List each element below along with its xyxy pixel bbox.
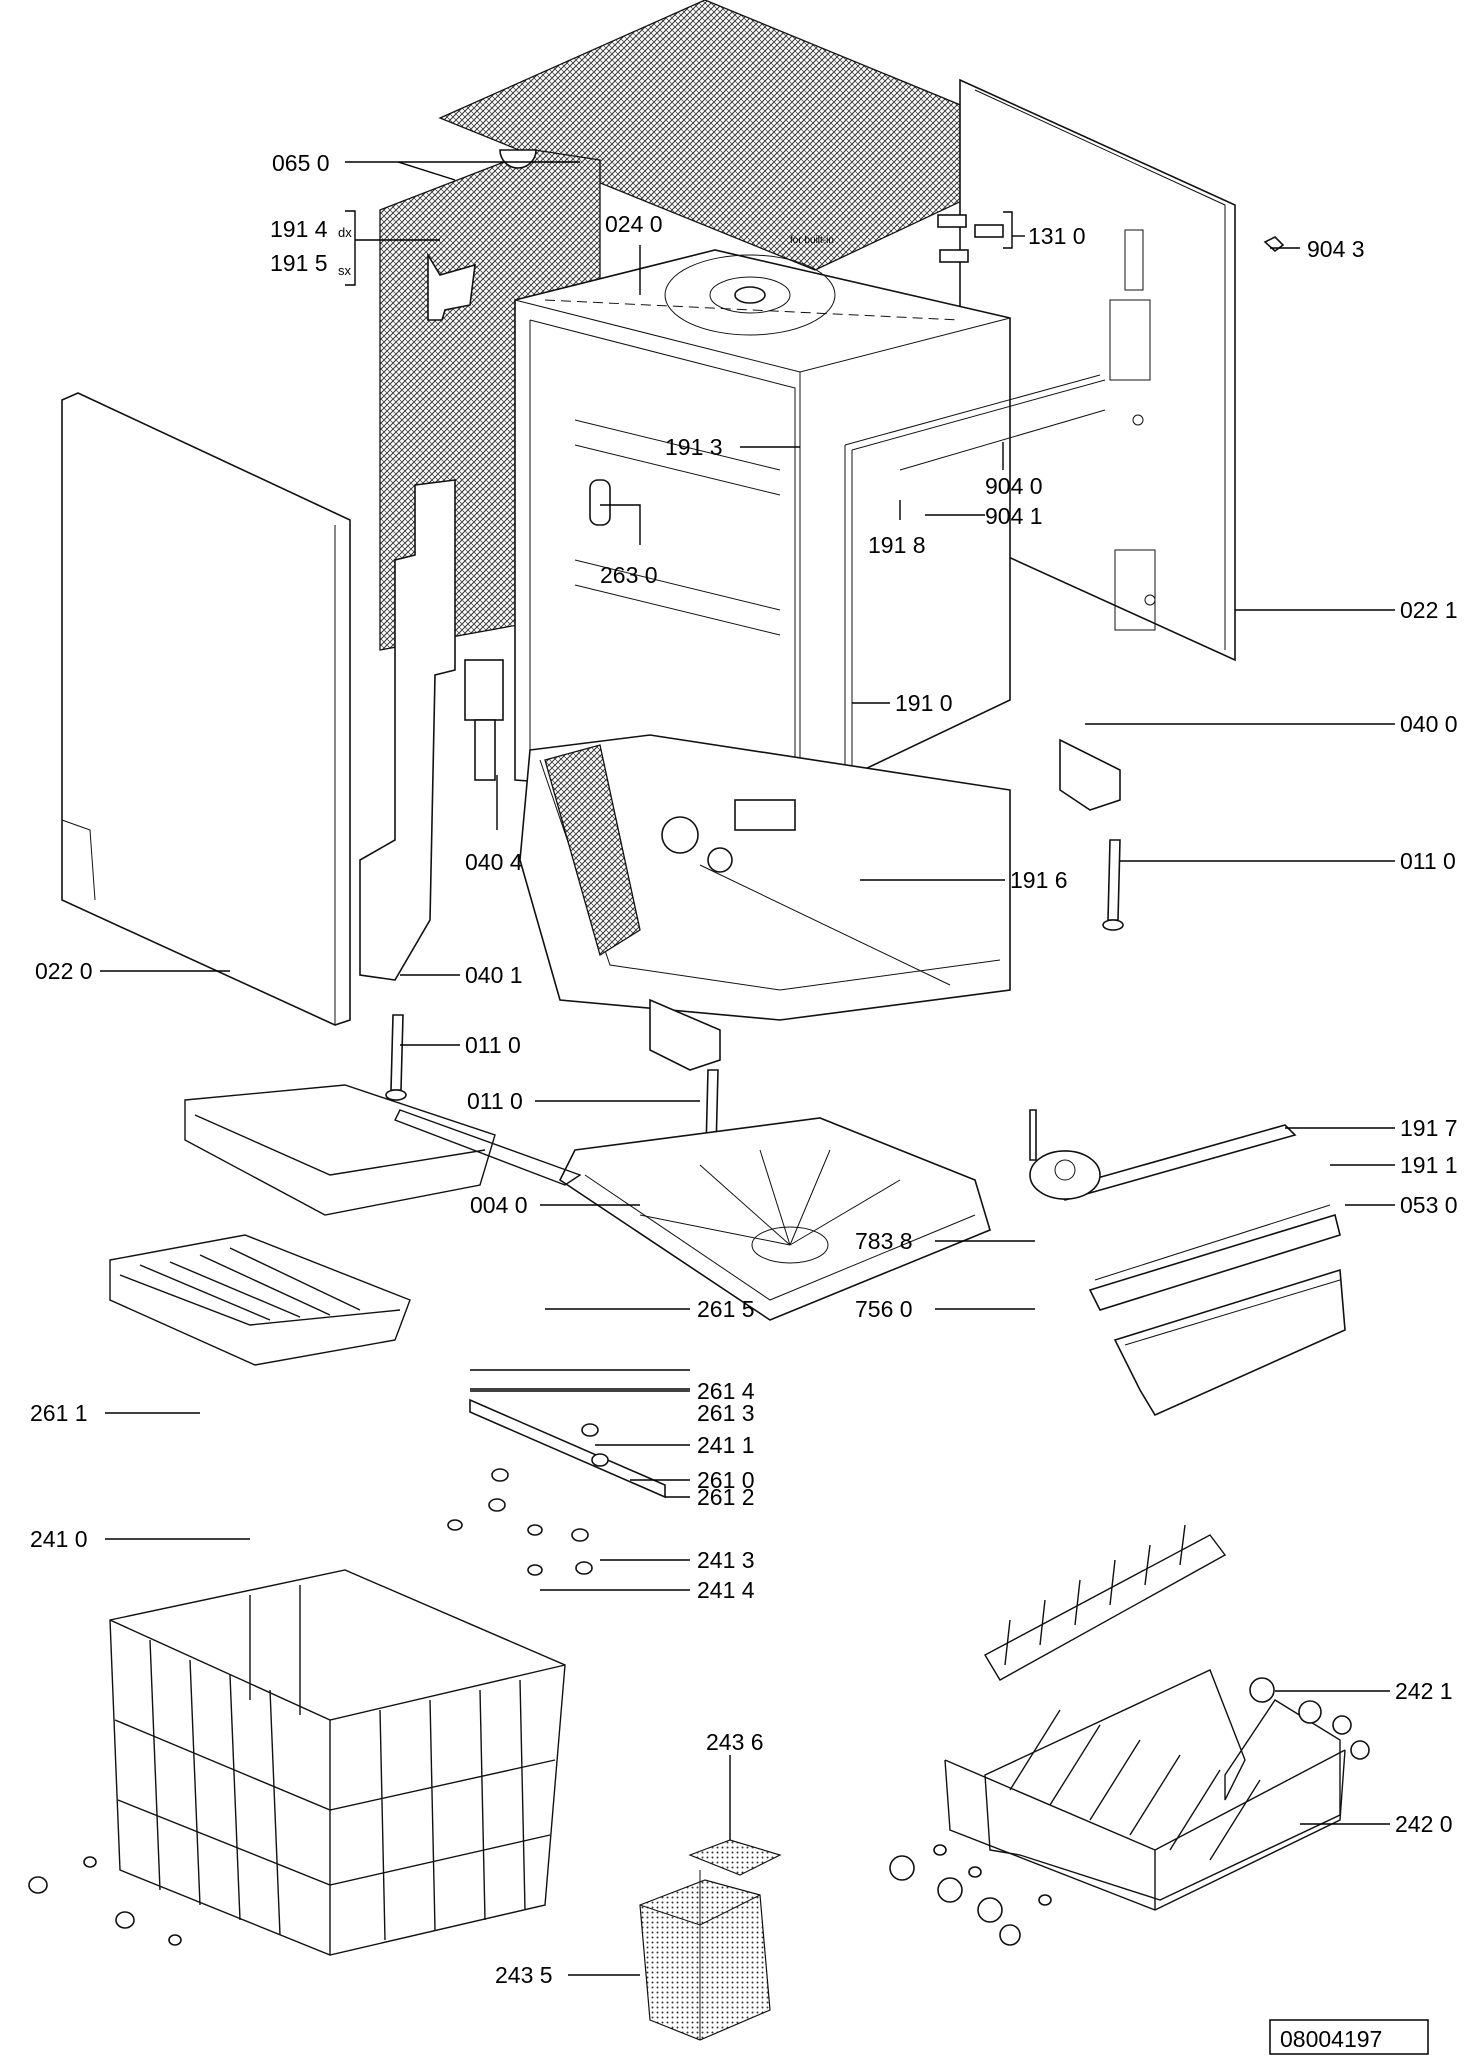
label-191-0: 191 0: [895, 690, 953, 716]
label-904-3: 904 3: [1307, 236, 1365, 262]
label-261-3: 261 3: [697, 1400, 755, 1426]
door-seals: [844, 374, 1106, 805]
label-242-0: 242 0: [1395, 1811, 1453, 1837]
base-frame: [519, 734, 1011, 1021]
lower-basket-right: [889, 1524, 1370, 1946]
label-191-8: 191 8: [868, 532, 926, 558]
label-191-3: 191 3: [665, 434, 723, 460]
label-241-3: 241 3: [697, 1547, 755, 1573]
label-243-5: 243 5: [495, 1962, 553, 1988]
label-131-0: 131 0: [1028, 223, 1086, 249]
label-011-0-left: 011 0: [465, 1032, 521, 1058]
label-011-0-right: 011 0: [1400, 848, 1456, 874]
cutlery-tray-upper: [109, 1084, 666, 1499]
label-191-5-suffix: sx: [338, 263, 352, 278]
label-261-0: 261 0: [697, 1467, 755, 1493]
label-022-0: 022 0: [35, 958, 93, 984]
label-191-4: 191 4: [270, 216, 328, 242]
label-243-6: 243 6: [706, 1729, 764, 1755]
label-040-4: 040 4: [465, 849, 523, 875]
label-040-1: 040 1: [465, 962, 523, 988]
label-241-4: 241 4: [697, 1577, 755, 1603]
label-242-1: 242 1: [1395, 1678, 1453, 1704]
label-191-7: 191 7: [1400, 1115, 1458, 1141]
label-191-5: 191 5: [270, 250, 328, 276]
rack-wheels: [447, 1423, 609, 1576]
part-labels: 065 0 191 4 dx 191 5 sx 024 0 for built-…: [30, 150, 1458, 1988]
label-053-0: 053 0: [1400, 1192, 1458, 1218]
base-tray: [558, 1117, 991, 1321]
label-040-0: 040 0: [1400, 711, 1458, 737]
label-022-1: 022 1: [1400, 597, 1458, 623]
left-side-panel: [61, 392, 351, 1026]
label-191-1: 191 1: [1400, 1152, 1458, 1178]
label-004-0: 004 0: [470, 1192, 528, 1218]
label-011-0-center: 011 0: [467, 1088, 523, 1114]
label-for-built-in: for built-in: [790, 235, 834, 246]
label-783-8: 783 8: [855, 1228, 913, 1254]
label-904-1: 904 1: [985, 503, 1043, 529]
label-065-0: 065 0: [272, 150, 330, 176]
leader-lines: [100, 161, 1395, 1976]
label-263-0: 263 0: [600, 562, 658, 588]
drawing-number: 08004197: [1280, 2026, 1382, 2052]
label-241-0: 241 0: [30, 1526, 88, 1552]
cutlery-basket: [639, 1839, 782, 2041]
label-241-1: 241 1: [697, 1432, 755, 1458]
label-191-6: 191 6: [1010, 867, 1068, 893]
drawing-number-box: 08004197: [1269, 2019, 1429, 2055]
label-024-0: 024 0: [605, 211, 663, 237]
rails-and-cover: [1029, 1109, 1346, 1417]
small-parts-right: [385, 214, 1285, 1161]
label-191-4-suffix: dx: [338, 225, 352, 240]
label-261-2: 261 2: [697, 1484, 755, 1510]
label-261-1: 261 1: [30, 1400, 88, 1426]
label-756-0: 756 0: [855, 1296, 913, 1322]
lower-basket-left: [28, 1569, 566, 1956]
tub-assembly: [514, 249, 1011, 801]
side-rails: [359, 252, 504, 981]
label-904-0: 904 0: [985, 473, 1043, 499]
label-261-5: 261 5: [697, 1296, 755, 1322]
label-261-4: 261 4: [697, 1378, 755, 1404]
